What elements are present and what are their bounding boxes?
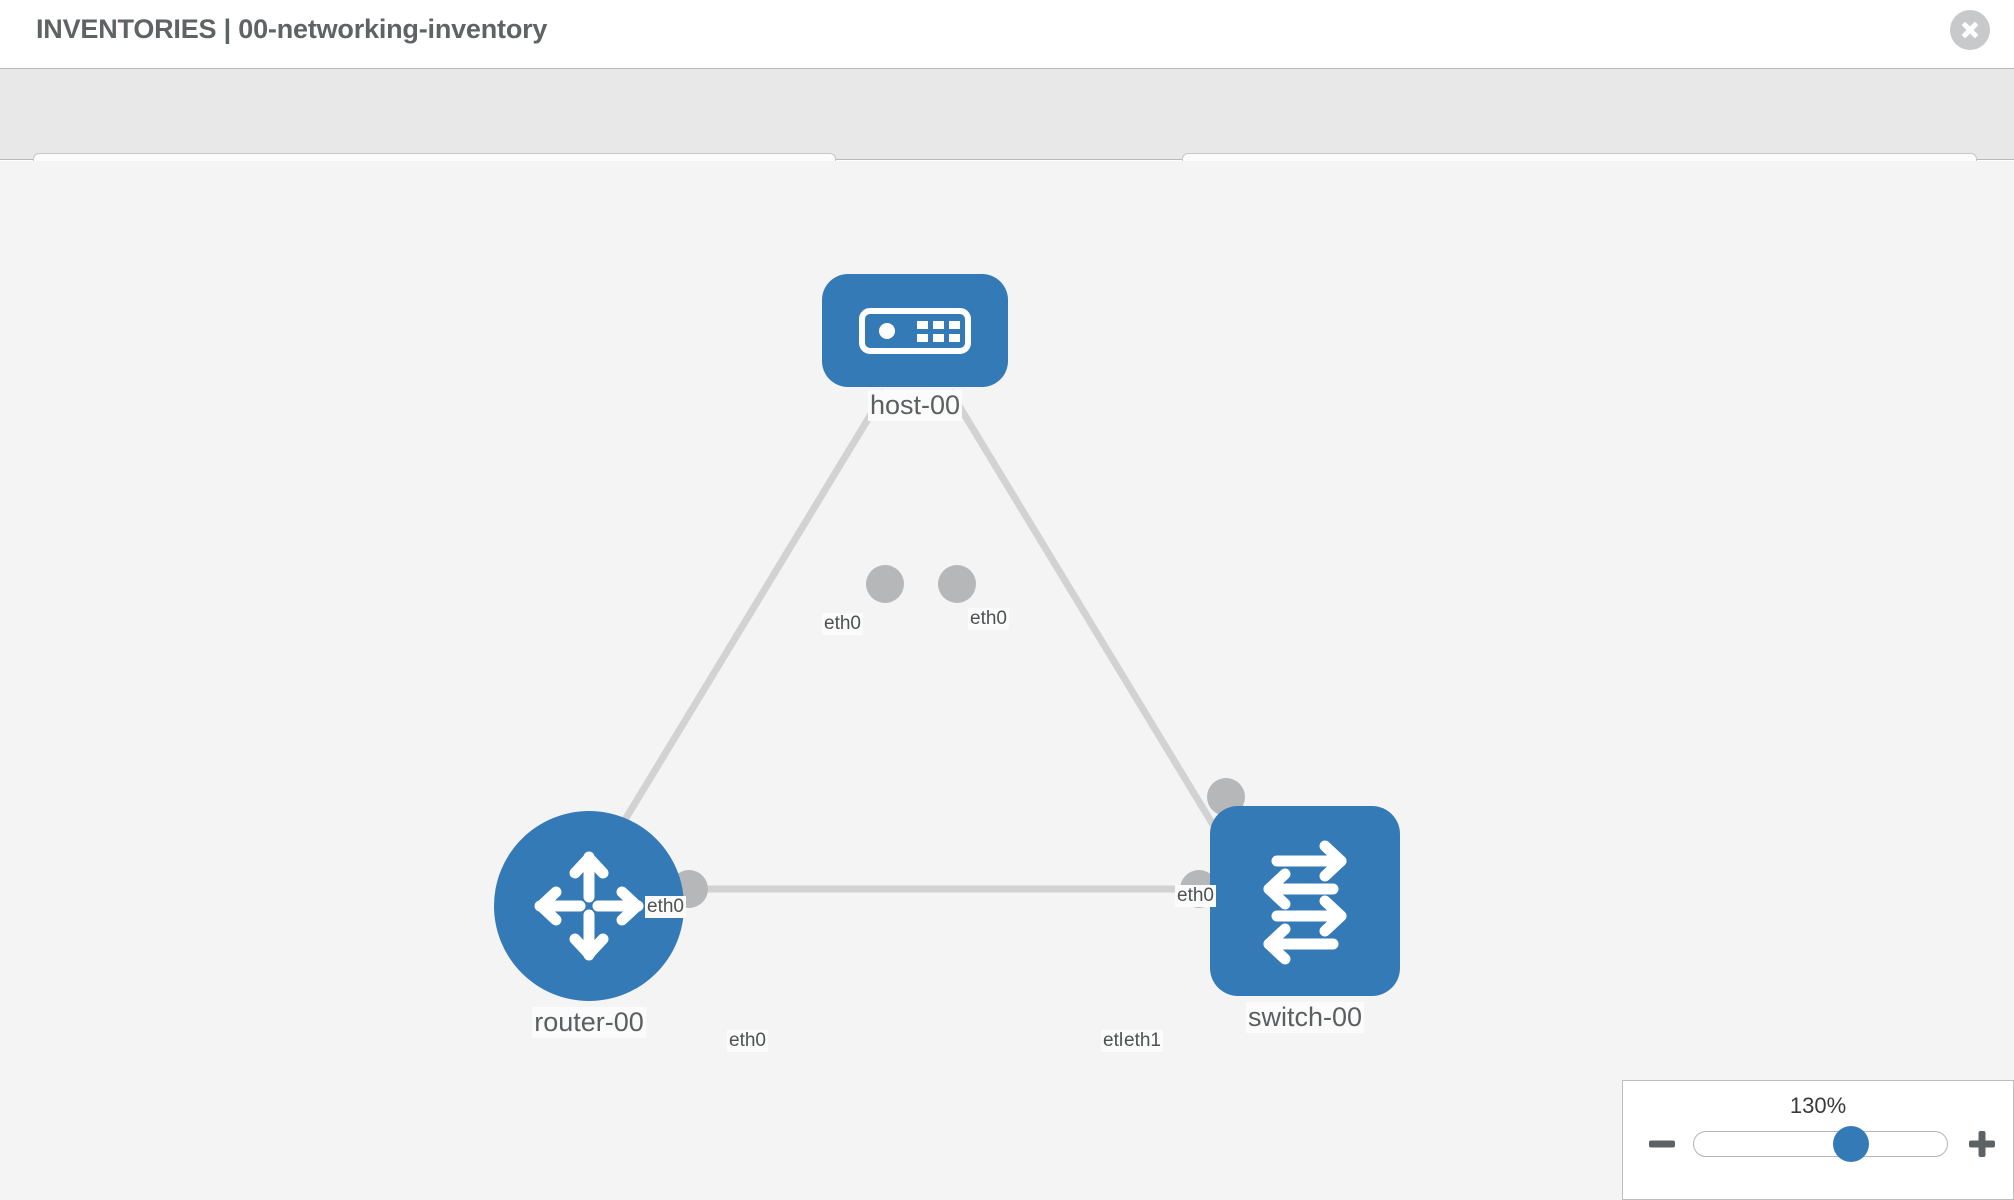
node-router-00[interactable]: router-00 bbox=[494, 811, 684, 1038]
zoom-out-button[interactable] bbox=[1645, 1127, 1679, 1161]
topology-canvas[interactable]: host-00 router-00 bbox=[0, 161, 2014, 1200]
link-host-switch bbox=[947, 389, 1238, 863]
port-label-router-diagonal: eth0 bbox=[645, 896, 686, 918]
zoom-level-label: 130% bbox=[1789, 1093, 1847, 1118]
node-host-00[interactable]: host-00 bbox=[822, 274, 1008, 421]
port-label-switch-horizontal-b: eth1 bbox=[1122, 1030, 1163, 1052]
server-icon bbox=[859, 307, 971, 354]
topology-links bbox=[597, 389, 1238, 893]
connector-host-left[interactable] bbox=[866, 565, 904, 603]
node-host-00-shape[interactable] bbox=[822, 274, 1008, 387]
page-header: INVENTORIES | 00-networking-inventory bbox=[0, 0, 2014, 68]
link-host-router bbox=[597, 389, 888, 863]
router-icon bbox=[534, 851, 644, 961]
zoom-in-button[interactable] bbox=[1965, 1127, 1999, 1161]
port-label-host-left: eth0 bbox=[822, 613, 863, 635]
port-label-router-horizontal: eth0 bbox=[727, 1030, 768, 1052]
port-label-host-right: eth0 bbox=[968, 608, 1009, 630]
close-icon[interactable] bbox=[1950, 10, 1990, 50]
page-title: INVENTORIES | 00-networking-inventory bbox=[36, 14, 548, 44]
port-label-switch-diagonal: eth0 bbox=[1175, 885, 1216, 907]
switch-icon bbox=[1263, 840, 1347, 965]
node-router-00-shape[interactable] bbox=[494, 811, 684, 1001]
zoom-slider-track[interactable] bbox=[1693, 1126, 1948, 1162]
zoom-control-panel: 130% bbox=[1622, 1080, 2014, 1200]
node-switch-00[interactable]: switch-00 bbox=[1210, 806, 1400, 1033]
node-switch-00-shape[interactable] bbox=[1210, 806, 1400, 996]
connector-host-right[interactable] bbox=[938, 565, 976, 603]
toolbar: ACTIONS SEARCH bbox=[0, 68, 2014, 209]
node-router-00-label: router-00 bbox=[532, 1007, 646, 1038]
node-host-00-label: host-00 bbox=[867, 390, 963, 421]
zoom-slider-thumb[interactable] bbox=[1832, 1126, 1869, 1162]
node-switch-00-label: switch-00 bbox=[1245, 1002, 1365, 1033]
